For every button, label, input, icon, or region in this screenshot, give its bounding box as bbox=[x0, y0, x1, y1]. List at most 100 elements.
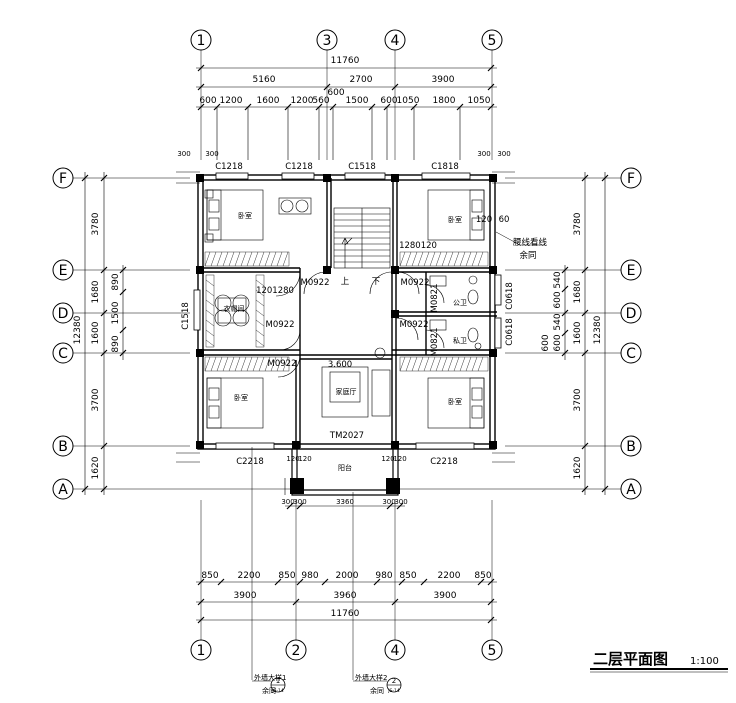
dim-right: 3700 bbox=[573, 388, 583, 411]
dim-bottom-detail: 850 bbox=[474, 571, 491, 581]
svg-text:外墙大样2: 外墙大样2 bbox=[355, 673, 387, 682]
dim-bottom-detail: 850 bbox=[201, 571, 218, 581]
axis-label-bottom: 4 bbox=[391, 643, 400, 659]
axis-label-bottom: 5 bbox=[488, 643, 497, 659]
wardrobes bbox=[204, 251, 489, 372]
doors bbox=[275, 271, 445, 378]
dim-balcony: 300 bbox=[382, 498, 395, 506]
room-private-bath: 私卫 bbox=[453, 336, 467, 345]
dim-top-detail: 600 bbox=[199, 96, 216, 106]
dim-left-total: 12380 bbox=[73, 315, 83, 344]
note-label: 120 bbox=[476, 215, 492, 225]
window-label: C1818 bbox=[431, 162, 459, 172]
dim-balcony: 3360 bbox=[336, 498, 354, 506]
dim-bottom-detail: 850 bbox=[278, 571, 295, 581]
dim-right-inner: 600 bbox=[553, 291, 563, 308]
door-label: M0922 bbox=[401, 278, 430, 288]
detail-callout-2: 外墙大样2 余同 2 JS-14 bbox=[353, 673, 402, 695]
axis-label-right: A bbox=[626, 482, 636, 498]
dim-top-detail: 560 bbox=[312, 96, 329, 106]
dim-top-seg: 5160 bbox=[253, 75, 276, 85]
note-label: 60 bbox=[499, 215, 510, 225]
dim-left: 1680 bbox=[91, 280, 101, 303]
dim-right-total: 12380 bbox=[593, 315, 603, 344]
detail-callout-1: 外墙大样1 余同 1 JS-14 bbox=[252, 673, 286, 695]
dim-bottom-detail: 2000 bbox=[336, 571, 359, 581]
door-small-label: M0821 bbox=[430, 328, 440, 357]
dim-small: 300 bbox=[205, 150, 218, 158]
scale-text: 1:100 bbox=[690, 656, 719, 667]
window-label: C0618 bbox=[505, 282, 515, 310]
svg-text:JS-14: JS-14 bbox=[387, 688, 400, 694]
dim-bottom-detail: 980 bbox=[301, 571, 318, 581]
dim-top-detail: 1500 bbox=[346, 96, 369, 106]
dim-top-600: 600 bbox=[327, 88, 344, 98]
window-label: C1518 bbox=[348, 162, 376, 172]
dim-balcony: 300 bbox=[281, 498, 294, 506]
dim-right-inner: 600 bbox=[541, 334, 551, 351]
dim-left: 1620 bbox=[91, 456, 101, 479]
axis-label-left: C bbox=[58, 346, 68, 362]
door-small-label: M0821 bbox=[430, 284, 440, 313]
dim-small: 300 bbox=[497, 150, 510, 158]
axis-label-left: D bbox=[58, 306, 69, 322]
dim-balcony: 300 bbox=[293, 498, 306, 506]
dim-top-detail: 1800 bbox=[433, 96, 456, 106]
room-dressing: 衣帽间 bbox=[224, 304, 245, 313]
dim-small: 300 bbox=[477, 150, 490, 158]
dim-left: 3780 bbox=[91, 212, 101, 235]
columns bbox=[196, 174, 497, 449]
dim-bottom-seg: 3900 bbox=[434, 591, 457, 601]
room-bed-sw: 卧室 bbox=[234, 393, 248, 402]
window-label: C2218 bbox=[430, 457, 458, 467]
drawing-title: 二层平面图 1:100 bbox=[590, 650, 728, 673]
dim-balcony-small: 120 bbox=[393, 455, 406, 463]
dim-right: 1620 bbox=[573, 456, 583, 479]
window-label: C1518 bbox=[181, 302, 191, 330]
dim-top-detail: 600 bbox=[380, 96, 397, 106]
waistline-note: 腰线看线 bbox=[513, 237, 548, 248]
dim-right-inner: 540 bbox=[553, 271, 563, 288]
right-dimensions bbox=[561, 172, 609, 495]
dim-bottom-seg: 3900 bbox=[234, 591, 257, 601]
dim-right: 1600 bbox=[573, 321, 583, 344]
dim-top-seg: 2700 bbox=[350, 75, 373, 85]
svg-text:1: 1 bbox=[276, 677, 280, 685]
axis-label-top: 4 bbox=[391, 33, 400, 49]
dim-left-inner: 1500 bbox=[111, 301, 121, 324]
dim-left-inner: 890 bbox=[111, 335, 121, 352]
room-balcony: 阳台 bbox=[338, 463, 352, 472]
stair-up-label: 上 bbox=[341, 277, 350, 287]
dim-top-seg: 3900 bbox=[432, 75, 455, 85]
door-tm-label: TM2027 bbox=[329, 431, 364, 441]
dim-balcony-small: 120 bbox=[381, 455, 394, 463]
window-label: C0618 bbox=[505, 318, 515, 346]
dim-bottom-detail: 850 bbox=[399, 571, 416, 581]
dim-small: 300 bbox=[177, 150, 190, 158]
stair-down-label: 下 bbox=[372, 277, 381, 287]
dim-right-inner: 540 bbox=[553, 313, 563, 330]
balcony-columns bbox=[290, 478, 400, 494]
dim-top-detail: 1050 bbox=[468, 96, 491, 106]
door-label: M0922 bbox=[400, 320, 429, 330]
dim-bottom-detail: 2200 bbox=[438, 571, 461, 581]
elevation-label: 3.600 bbox=[328, 360, 352, 370]
dim-right: 3780 bbox=[573, 212, 583, 235]
axis-label-top: 1 bbox=[197, 33, 206, 49]
top-dimensions bbox=[196, 64, 497, 160]
opening-label: 1280120 bbox=[399, 241, 437, 251]
dim-right: 1680 bbox=[573, 280, 583, 303]
dim-balcony-small: 120 bbox=[298, 455, 311, 463]
dim-top-detail: 1200 bbox=[220, 96, 243, 106]
axis-label-bottom: 1 bbox=[197, 643, 206, 659]
room-bed-se: 卧室 bbox=[448, 397, 462, 406]
axis-label-left: A bbox=[58, 482, 68, 498]
waistline-note: 余同 bbox=[519, 250, 536, 261]
axis-label-bottom: 2 bbox=[292, 643, 301, 659]
axis-label-right: E bbox=[627, 263, 636, 279]
left-dimensions bbox=[81, 172, 127, 495]
room-family: 家庭厅 bbox=[336, 387, 357, 396]
svg-text:余同: 余同 bbox=[370, 686, 384, 695]
axis-label-right: C bbox=[626, 346, 636, 362]
room-bed-nw: 卧室 bbox=[238, 211, 252, 220]
